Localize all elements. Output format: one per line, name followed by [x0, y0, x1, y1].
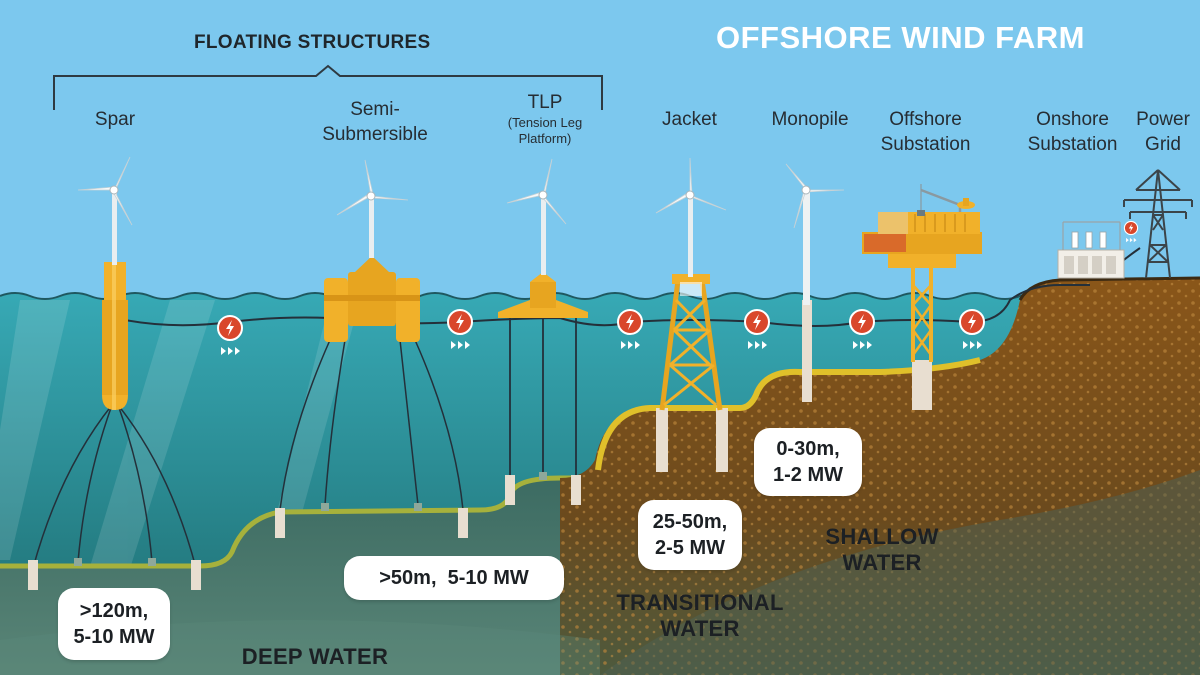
zone-transitional-line-2: WATER — [660, 616, 740, 641]
jacket-turbine — [655, 157, 727, 277]
sky — [0, 0, 1200, 300]
depth-box-spar-line-2: 5-10 MW — [73, 626, 155, 648]
label-semi-submersible: Semi- Submersible — [300, 97, 450, 147]
label-offshore-substation: Offshore Substation — [868, 107, 983, 157]
label-onshore-line-1: Onshore — [1036, 109, 1109, 130]
label-semi-line-2: Submersible — [322, 124, 428, 145]
label-tlp: TLP (Tension Leg Platform) — [475, 90, 615, 147]
zone-transitional-water: TRANSITIONAL WATER — [592, 590, 808, 642]
sea-surface-line — [0, 292, 1051, 300]
lightning-bolt-icon — [959, 309, 985, 335]
label-spar: Spar — [70, 107, 160, 132]
spar-structure — [28, 262, 201, 590]
tlp-structure — [498, 272, 588, 505]
zone-shallow-line-2: WATER — [842, 550, 922, 575]
spar-turbine — [77, 156, 133, 265]
label-monopile: Monopile — [760, 107, 860, 132]
zone-deep-water: DEEP WATER — [222, 644, 408, 670]
zone-deep-line: DEEP WATER — [241, 644, 389, 669]
label-spar-line: Spar — [94, 109, 136, 130]
depth-box-monopile: 0-30m, 1-2 MW — [754, 428, 862, 496]
zone-shallow-line-1: SHALLOW — [825, 524, 939, 549]
depth-box-spar: >120m, 5-10 MW — [58, 588, 170, 660]
label-grid-line-1: Power — [1136, 109, 1190, 130]
lightning-bolt-icon — [447, 309, 473, 335]
lightning-bolt-icon — [617, 309, 643, 335]
depth-box-monopile-line-1: 0-30m, — [776, 438, 840, 460]
jacket-structure — [656, 274, 728, 472]
lightning-bolt-icon — [1123, 220, 1139, 236]
label-tlp-sub-1: (Tension Leg — [507, 115, 583, 130]
depth-box-monopile-line-2: 1-2 MW — [773, 464, 843, 486]
label-offshore-line-2: Substation — [880, 134, 971, 155]
offshore-substation-structure — [862, 184, 982, 410]
floating-structures-bracket — [53, 64, 603, 110]
power-grid-pylon — [1123, 169, 1193, 279]
label-semi-line-1: Semi- — [350, 99, 400, 120]
lightning-bolt-icon — [849, 309, 875, 335]
onshore-substation-structure — [1057, 221, 1125, 279]
zone-shallow-water: SHALLOW WATER — [804, 524, 960, 576]
depth-box-semi-tlp: >50m, 5-10 MW — [344, 556, 564, 600]
depth-box-jacket: 25-50m, 2-5 MW — [638, 500, 742, 570]
lower-seabed-shade — [600, 470, 1200, 675]
label-onshore-substation: Onshore Substation — [1015, 107, 1130, 157]
label-jacket: Jacket — [642, 107, 737, 132]
label-monopile-line: Monopile — [771, 109, 849, 130]
lightning-bolt-icon — [744, 309, 770, 335]
depth-box-jacket-line-2: 2-5 MW — [655, 537, 725, 559]
lightning-bolt-icon — [217, 315, 243, 341]
label-jacket-line: Jacket — [662, 109, 717, 130]
light-rays — [0, 300, 360, 600]
monopile-structure — [785, 163, 845, 402]
tlp-turbine — [506, 158, 567, 275]
diagram-title: OFFSHORE WIND FARM — [716, 20, 1085, 55]
label-onshore-line-2: Substation — [1027, 134, 1118, 155]
label-tlp-line: TLP — [527, 92, 563, 113]
zone-transitional-line-1: TRANSITIONAL — [616, 590, 784, 615]
semi-submersible-structure — [275, 256, 468, 538]
depth-box-semi-tlp-line: >50m, 5-10 MW — [379, 567, 529, 589]
label-power-grid: Power Grid — [1128, 107, 1198, 157]
label-offshore-line-1: Offshore — [889, 109, 962, 130]
semi-submersible-turbine — [336, 159, 409, 258]
floating-structures-label: FLOATING STRUCTURES — [194, 32, 431, 53]
label-tlp-sub-2: Platform) — [518, 131, 572, 146]
depth-box-jacket-line-1: 25-50m, — [652, 511, 728, 533]
label-grid-line-2: Grid — [1145, 134, 1181, 155]
depth-box-spar-line-1: >120m, — [79, 600, 149, 622]
